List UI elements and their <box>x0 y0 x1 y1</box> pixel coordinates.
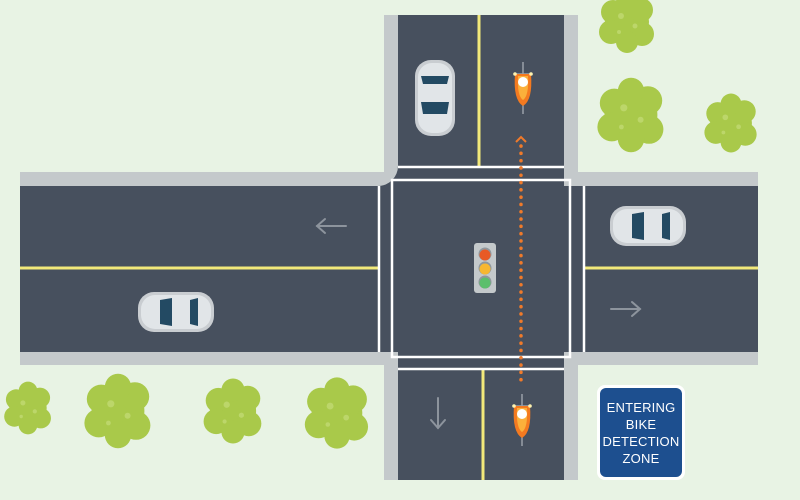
chevron-up-icon <box>515 135 527 143</box>
sign-line: DETECTION <box>602 433 680 449</box>
sign-line: ZONE <box>622 450 660 466</box>
car-west-road <box>138 292 214 332</box>
bike-detection-zone-sign: ENTERING BIKE DETECTION ZONE <box>597 385 685 480</box>
center-lines <box>20 15 758 480</box>
car-northbound-lane <box>415 60 455 136</box>
car-east-road <box>610 206 686 246</box>
sign-line: BIKE <box>625 416 657 432</box>
sign-line: ENTERING <box>606 399 676 415</box>
arrow-right-icon <box>610 301 642 317</box>
bike-path-dotted-line <box>515 135 527 388</box>
intersection-markings <box>377 165 586 371</box>
traffic-light <box>474 243 496 293</box>
arrow-down-icon <box>430 397 446 430</box>
arrow-left-icon <box>315 218 347 234</box>
